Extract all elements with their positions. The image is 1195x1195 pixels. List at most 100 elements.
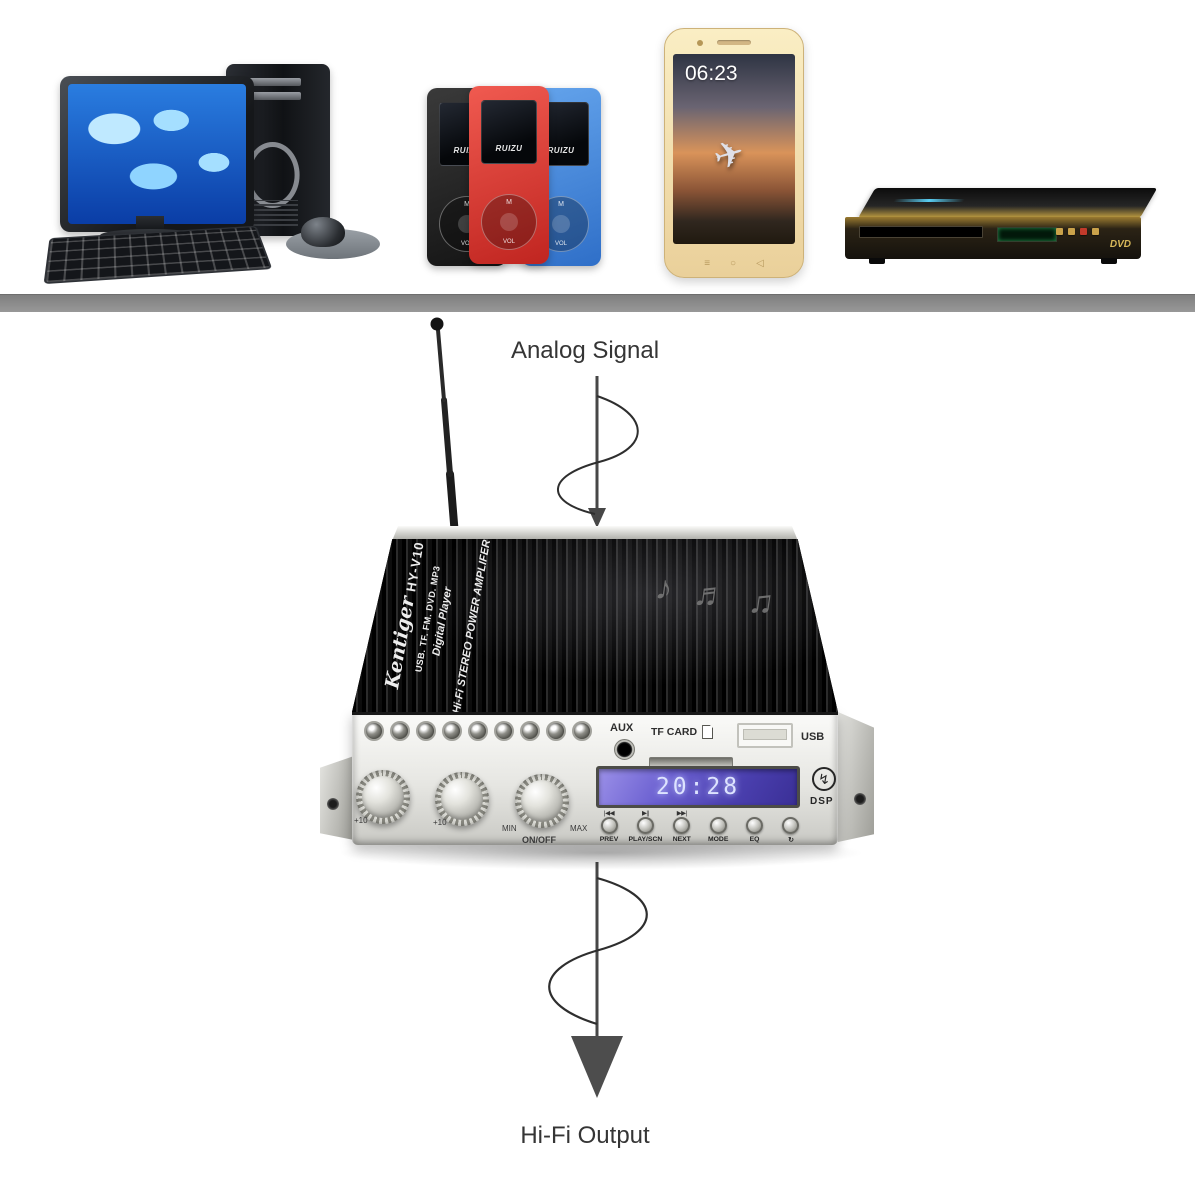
mp3-brand: RUIZU bbox=[495, 144, 523, 153]
dvd-foot bbox=[1101, 258, 1117, 264]
front-buttons: |◀◀ PREV ▶|| PLAY/SCN ▶▶| NEXT bbox=[592, 809, 808, 844]
lcd-digits: 20:28 bbox=[655, 774, 741, 800]
vent-hole bbox=[520, 721, 540, 741]
drive-bay bbox=[238, 92, 301, 100]
vent-hole bbox=[468, 721, 488, 741]
volume-label: VOL bbox=[460, 241, 473, 247]
button-cap bbox=[600, 817, 618, 834]
dvd-front-panel: DVD bbox=[845, 217, 1141, 264]
loop-icon: ↻ bbox=[788, 837, 794, 844]
vent-hole bbox=[572, 721, 592, 741]
max-label: MAX bbox=[570, 824, 588, 833]
lcd-display: 20:28 bbox=[596, 766, 800, 808]
analog-signal-label: Analog Signal bbox=[510, 337, 660, 364]
back-icon: ◁ bbox=[756, 257, 764, 269]
monitor-screen-world-map bbox=[68, 84, 246, 224]
menu-icon: ≡ bbox=[704, 257, 711, 269]
dvd-buttons bbox=[1056, 228, 1099, 235]
button-label: PLAY/SCN bbox=[628, 836, 663, 843]
mounting-wing-right bbox=[838, 712, 874, 842]
vent-holes bbox=[364, 721, 592, 741]
button-cap bbox=[746, 817, 764, 834]
menu-label: M bbox=[506, 199, 512, 206]
play-scan-button: ▶|| PLAY/SCN bbox=[628, 809, 663, 844]
amplifier-front-panel: AUX TF CARD USB 20:28 ↯ DSP +10 +10 MIN … bbox=[352, 712, 838, 845]
phone-nav-bar: ≡ ○ ◁ bbox=[665, 255, 803, 271]
volume-label: VOL bbox=[554, 241, 567, 247]
button-cap bbox=[636, 817, 654, 834]
front-camera-icon bbox=[697, 40, 703, 46]
vent-hole bbox=[390, 721, 410, 741]
tf-card-label: TF CARD bbox=[651, 725, 714, 739]
usb-port bbox=[737, 723, 793, 748]
next-icon: ▶▶| bbox=[676, 810, 688, 817]
mp3-player-red: RUIZU M VOL bbox=[469, 86, 549, 264]
button-icon bbox=[701, 809, 735, 817]
monitor-stand bbox=[136, 216, 164, 232]
dvd-button bbox=[1092, 228, 1099, 235]
button-cap bbox=[709, 817, 727, 834]
mouse bbox=[301, 217, 345, 247]
vent-hole bbox=[364, 721, 384, 741]
smartphone: 06:23 ✈ ≡ ○ ◁ bbox=[664, 28, 804, 278]
dvd-power-button bbox=[1080, 228, 1087, 235]
button-icon bbox=[774, 809, 808, 817]
tf-card-icon bbox=[702, 725, 714, 739]
prev-icon: |◀◀ bbox=[603, 810, 615, 817]
volume-label: VOL bbox=[502, 239, 515, 245]
play-pause-icon: ▶|| bbox=[641, 810, 649, 817]
tf-card-text: TF CARD bbox=[651, 726, 698, 738]
power-label: ON/OFF bbox=[522, 835, 556, 845]
mode-button: MODE bbox=[701, 809, 735, 844]
aux-jack bbox=[614, 739, 635, 760]
amplifier-top-heatsink: Kentiger HY-V10 USB. TF. FM. DVD. MP3 Di… bbox=[352, 539, 838, 712]
screw-hole bbox=[854, 792, 866, 805]
mp3-brand: RUIZU bbox=[547, 146, 575, 155]
loop-button: ↻ bbox=[774, 809, 808, 844]
mp3-control-wheel: M VOL bbox=[481, 194, 537, 250]
dvd-logo: DVD bbox=[1109, 239, 1131, 250]
bass-knob bbox=[356, 770, 410, 824]
screw-hole bbox=[327, 798, 339, 810]
menu-label: M bbox=[558, 201, 564, 208]
dvd-button bbox=[1068, 228, 1075, 235]
amplifier-back-edge bbox=[392, 526, 798, 541]
volume-knob bbox=[515, 774, 569, 828]
button-cap bbox=[673, 817, 691, 834]
mp3-brand: RUIZU bbox=[453, 146, 481, 155]
computer-monitor bbox=[60, 76, 254, 232]
vent-hole bbox=[546, 721, 566, 741]
prev-button: |◀◀ PREV bbox=[592, 809, 626, 844]
dvd-foot bbox=[869, 258, 885, 264]
treble-knob bbox=[435, 772, 489, 826]
usb-tongue bbox=[743, 729, 787, 740]
home-icon: ○ bbox=[730, 257, 737, 269]
mounting-wing-left bbox=[320, 756, 354, 840]
button-label: EQ bbox=[749, 836, 760, 843]
menu-label: M bbox=[464, 201, 470, 208]
disc-tray bbox=[859, 226, 983, 238]
aux-label: AUX bbox=[610, 722, 634, 734]
eq-button: EQ bbox=[738, 809, 772, 844]
dsp-label: DSP bbox=[810, 796, 834, 807]
drive-bay bbox=[238, 78, 301, 86]
phone-screen: 06:23 ✈ bbox=[673, 54, 795, 244]
phone-clock: 06:23 bbox=[685, 62, 738, 85]
button-label: NEXT bbox=[672, 836, 691, 843]
min-label: MIN bbox=[502, 824, 517, 833]
knob-scale-label: +10 bbox=[433, 818, 447, 827]
music-notes-icon: ♪ ♬ ♫ bbox=[652, 568, 783, 624]
amplifier-top-printing: Kentiger HY-V10 USB. TF. FM. DVD. MP3 Di… bbox=[377, 539, 559, 712]
knob-scale-label: +10 bbox=[354, 816, 368, 825]
dvd-button bbox=[1056, 228, 1063, 235]
earpiece-speaker bbox=[717, 40, 751, 45]
dsp-logo-icon: ↯ bbox=[812, 767, 836, 791]
button-icon bbox=[738, 809, 772, 817]
vent-hole bbox=[494, 721, 514, 741]
button-label: PREV bbox=[599, 836, 619, 843]
button-cap bbox=[782, 817, 800, 834]
vent-hole bbox=[442, 721, 462, 741]
hifi-output-label: Hi-Fi Output bbox=[520, 1122, 650, 1149]
